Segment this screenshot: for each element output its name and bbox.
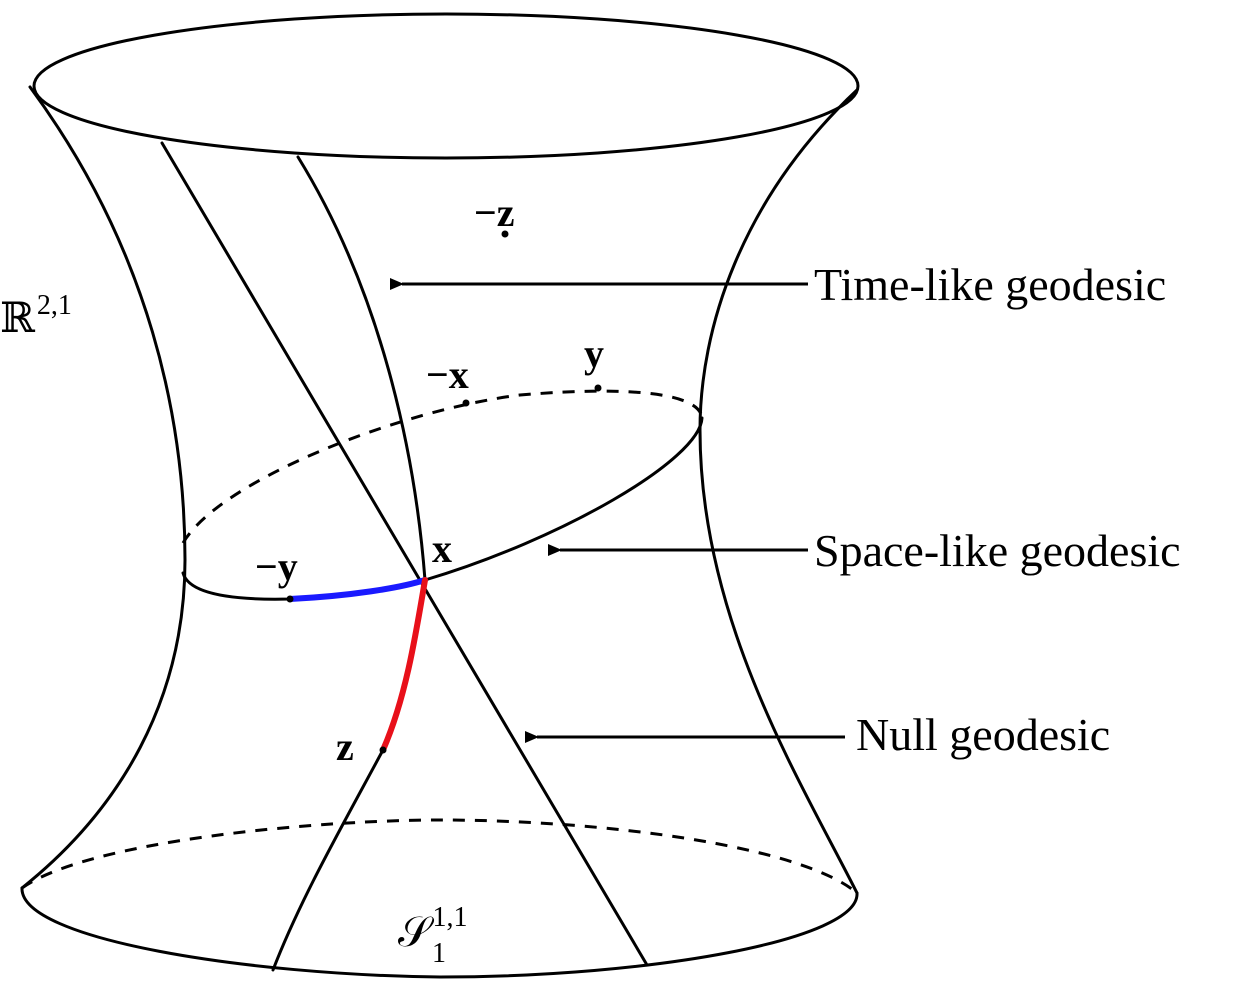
point-neg-y-label: −y [255, 544, 298, 589]
ambient-space-label: ℝ2,1 [0, 290, 72, 342]
time-like-geodesic-upper [296, 155, 427, 582]
point-y-label: y [584, 331, 604, 376]
time-like-segment [380, 577, 428, 753]
point-neg-z-dot [501, 230, 509, 238]
point-y-dot [594, 384, 602, 392]
bottom-rim-front [20, 886, 859, 979]
time-like-geodesic-lower [271, 748, 385, 972]
right-silhouette [698, 88, 859, 895]
manifold-subscript: 1 [432, 938, 446, 969]
null-label: Null geodesic [856, 709, 1110, 760]
null-geodesic-line [160, 141, 649, 967]
time-like-label: Time-like geodesic [814, 259, 1166, 310]
point-neg-x-dot [462, 399, 470, 407]
bottom-rim-back [21, 818, 858, 895]
point-z-label: z [336, 724, 354, 769]
top-rim-ellipse [32, 12, 860, 160]
point-neg-x-label: −x [426, 352, 469, 397]
throat-ellipse-back [181, 389, 704, 544]
left-silhouette [20, 85, 187, 890]
space-like-label: Space-like geodesic [814, 525, 1181, 576]
space-like-segment [287, 577, 428, 602]
manifold-label: 𝒮1,1 [398, 902, 468, 956]
point-z-dot [379, 746, 387, 754]
point-x-label: x [432, 526, 452, 571]
point-neg-y-dot [286, 595, 294, 603]
point-neg-z-label: −z [474, 190, 515, 235]
